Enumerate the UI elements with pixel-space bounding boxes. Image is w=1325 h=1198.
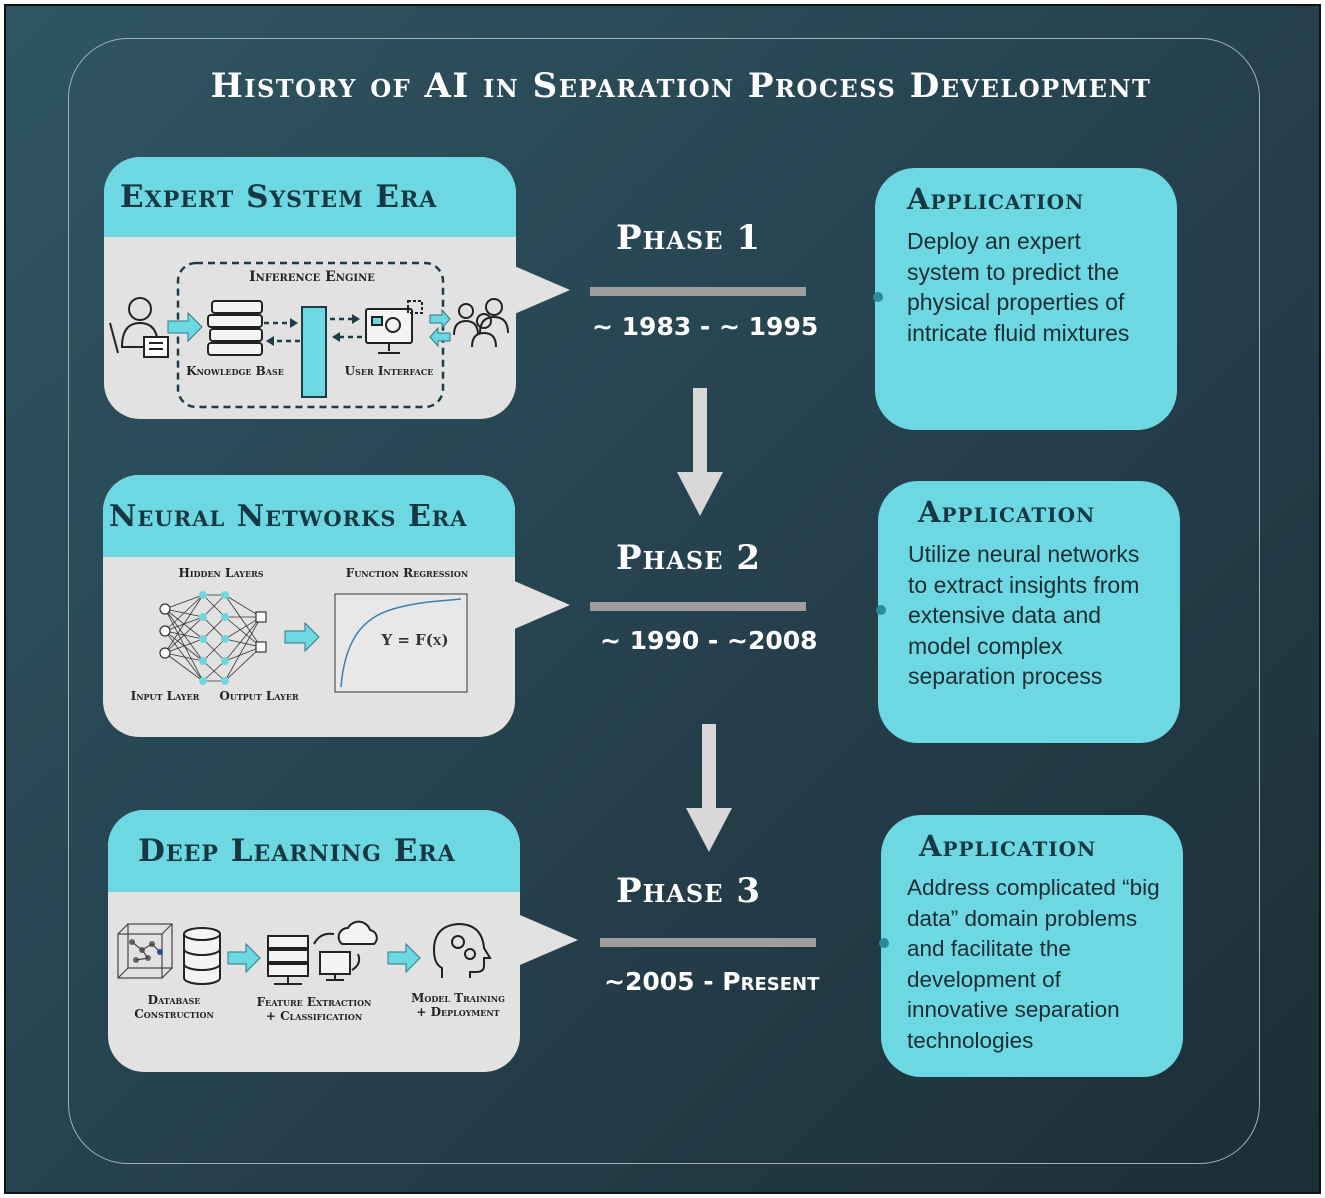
head-gears-icon [432,922,492,978]
input-layer-label: Input Layer [131,689,200,703]
regression-formula: Y = F(x) [380,631,448,649]
application-3-text: Address complicated “big data” domain pr… [907,875,1160,1053]
application-1-box: Application Deploy an expert system to p… [875,168,1177,430]
feature-extraction-label: Feature Extraction+ Classification [257,995,372,1023]
phase-1-years: ~ 1983 - ~ 1995 [592,312,819,341]
expert-person-icon [109,297,169,358]
knowledge-base-label: Knowledge Base [186,364,284,378]
application-2-connector-dot [876,605,886,615]
db-to-feature-arrow-icon [227,942,261,974]
regression-arrow-icon [284,621,320,653]
input-arrow-icon [167,311,203,343]
era-3-pointer [513,912,578,968]
application-2-box: Application Utilize neural networks to e… [878,481,1180,743]
deep-learning-era-panel: Deep Learning Era [108,810,520,1072]
application-3-connector-dot [879,938,889,948]
phase-1-label: Phase 1 [616,218,761,258]
phase-3-label: Phase 3 [616,871,761,911]
neural-networks-era-title: Neural Networks Era [103,475,515,557]
expert-system-diagram: Inference Engine Knowledge Base User Int… [109,261,509,409]
phase-1-line [590,287,806,296]
hidden-layer-nodes [199,591,229,685]
application-3-title: Application [919,829,1097,863]
neural-network-diagram: Hidden Layers Function Regression Y = F(… [131,566,469,703]
molecule-cube-icon [117,923,173,979]
phase-3-years: ~2005 - Present [604,967,820,996]
application-2-title: Application [918,495,1096,529]
database-icon [183,927,221,985]
feature-to-model-arrow-icon [387,942,421,974]
expert-system-era-title: Expert System Era [104,157,516,237]
application-1-text: Deploy an expert system to predict the p… [907,228,1130,346]
era-2-pointer [505,577,570,633]
diagram-title: History of AI in Separation Process Deve… [210,66,1152,106]
hidden-layers-label: Hidden Layers [178,566,263,580]
neural-networks-era-panel: Neural Networks Era Hidden Layers Functi… [103,475,515,737]
regression-plot-frame [334,593,468,693]
application-1-title: Application [907,182,1085,216]
deep-learning-era-title: Deep Learning Era [108,810,520,892]
inference-engine-bar [301,306,327,398]
server-icon [267,935,309,985]
knowledge-base-books-icon [207,300,263,356]
expert-system-era-panel: Expert System Era [104,157,516,419]
io-arrows-icon [429,308,451,348]
output-layer-label: Output Layer [219,689,299,703]
cloud-icon [337,920,378,945]
phase-2-line [590,602,806,611]
era-1-pointer [505,262,570,318]
regression-curve [340,598,462,688]
function-regression-label: Function Regression [346,566,468,580]
phase-1-to-2-arrow [677,388,723,516]
phase-2-years: ~ 1990 - ~2008 [600,626,818,655]
users-group-icon [453,298,509,348]
output-layer-nodes [255,611,267,653]
application-3-box: Application Address complicated “big dat… [881,815,1183,1077]
input-layer-nodes [159,603,171,659]
inference-engine-label: Inference Engine [249,269,375,285]
computer-monitor-icon [313,932,361,981]
application-1-connector-dot [873,292,883,302]
phase-3-line [600,938,816,947]
network-connections [164,594,262,682]
model-training-label: Model Training+ Deployment [411,991,505,1019]
application-2-text: Utilize neural networks to extract insig… [908,541,1140,689]
phase-2-label: Phase 2 [616,538,761,578]
user-interface-label: User Interface [345,364,434,378]
outer-frame [68,38,1260,1164]
phase-2-to-3-arrow [686,724,732,852]
user-interface-monitor-icon [365,300,423,354]
